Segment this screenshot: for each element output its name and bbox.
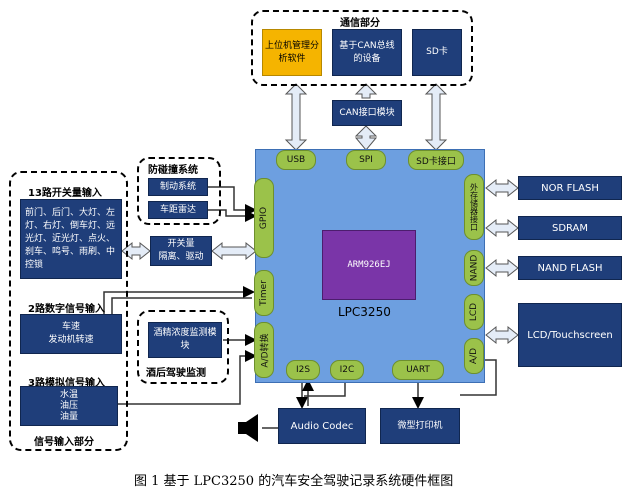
- collision-group: [137, 157, 221, 225]
- radar-box: 车距雷达: [148, 201, 208, 219]
- sd-arrow: [424, 83, 448, 151]
- sdram-arrow: [485, 218, 519, 238]
- comm-group-title: 通信部分: [340, 18, 380, 29]
- switch-inputs-title: 13路开关量输入: [28, 188, 102, 199]
- adc-port-right: A/D: [464, 338, 484, 374]
- spi-port: SPI: [346, 150, 386, 170]
- timer-port: Timer: [254, 270, 274, 316]
- can-module-box: CAN接口模块: [332, 100, 402, 126]
- can-device-label: 基于CAN总线的设备: [339, 40, 395, 64]
- nand-flash-box: NAND FLASH: [518, 256, 622, 280]
- i2s-port: I2S: [286, 360, 320, 380]
- collision-group-title: 防碰撞系统: [148, 165, 198, 176]
- cpu-core-label: ARM926EJ: [347, 260, 391, 270]
- printer-box: 微型打印机: [380, 408, 460, 444]
- digital-inputs-title: 2路数字信号输入: [28, 304, 105, 315]
- sdram-box: SDRAM: [518, 216, 622, 240]
- cpu-name: LPC3250: [338, 305, 391, 319]
- can-device-arrow: [354, 83, 378, 99]
- switch-inputs-content: 前门、后门、大灯、左灯、右灯、倒车灯、远光灯、近光灯、点火、刹车、鸣号、雨刷、中…: [25, 207, 116, 270]
- nor-arrow: [485, 178, 519, 198]
- i2c-port: I2C: [330, 360, 364, 380]
- sd-interface-port: SD卡接口: [408, 150, 464, 170]
- signal-input-group: [9, 171, 128, 451]
- lcd-touchscreen-box: LCD/Touchscreen: [518, 303, 622, 367]
- cpu-core-box: ARM926EJ: [322, 230, 416, 300]
- alcohol-group-title: 酒后驾驶监测: [146, 368, 206, 379]
- host-software-box: 上位机管理分析软件: [262, 29, 322, 76]
- uart-port: UART: [392, 360, 444, 380]
- signal-input-label: 信号输入部分: [34, 437, 94, 448]
- audio-codec-box: Audio Codec: [278, 408, 366, 444]
- lcd-arrow: [485, 325, 519, 345]
- alcohol-module-box: 酒精浓度监测模块: [148, 322, 222, 358]
- nor-flash-box: NOR FLASH: [518, 176, 622, 200]
- sd-card-label: SD卡: [426, 47, 448, 57]
- digital-inputs-box: 车速 发动机转速: [20, 314, 122, 354]
- usb-arrow: [284, 83, 308, 151]
- alcohol-group: [137, 310, 229, 384]
- figure-caption: 图 1 基于 LPC3250 的汽车安全驾驶记录系统硬件框图: [134, 474, 454, 489]
- brake-system-box: 制动系统: [148, 178, 208, 196]
- can-module-label: CAN接口模块: [339, 107, 395, 118]
- isolation-driver-box: 开关量 隔离、驱动: [150, 236, 212, 266]
- speaker-icon: [238, 414, 258, 442]
- adc-port-left: A/D转换: [254, 322, 274, 378]
- spi-arrow: [354, 125, 378, 151]
- iso-gpio-arrow: [211, 241, 257, 261]
- can-device-box: 基于CAN总线的设备: [332, 29, 402, 76]
- gpio-port: GPIO: [254, 178, 274, 258]
- lcd-port: LCD: [464, 294, 484, 330]
- host-software-label: 上位机管理分析软件: [265, 40, 320, 64]
- switch-inputs-box: 前门、后门、大灯、左灯、右灯、倒车灯、远光灯、近光灯、点火、刹车、鸣号、雨刷、中…: [20, 199, 122, 279]
- analog-inputs-title: 3路模拟信号输入: [28, 378, 105, 389]
- comm-group: [251, 10, 473, 86]
- nand-arrow: [485, 258, 519, 278]
- nand-port: NAND: [464, 250, 484, 286]
- usb-port: USB: [276, 150, 316, 170]
- ext-memory-port: 外存储器接口: [464, 174, 484, 240]
- analog-inputs-box: 水温 油压 油量: [20, 386, 118, 426]
- sd-card-box: SD卡: [412, 29, 462, 76]
